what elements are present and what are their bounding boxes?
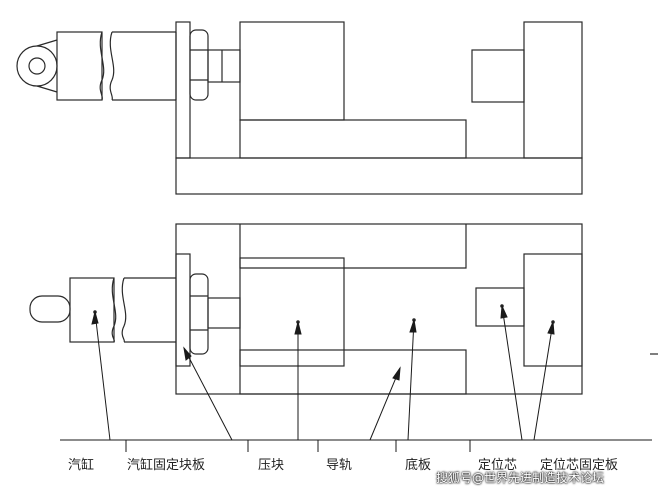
leader-base-plate: [407, 319, 415, 441]
bottom-pin-plate: [523, 253, 583, 367]
bottom-rod-stub: [29, 295, 71, 323]
leader-guide-rail: [369, 367, 401, 441]
top-fixed-plate: [175, 21, 191, 159]
top-guide-rail: [239, 119, 467, 159]
top-view: [16, 21, 583, 195]
leader-lines: [60, 304, 652, 452]
top-nut-a: [189, 29, 209, 101]
label-cylinder-fixed-plate: 汽缸固定块板: [127, 458, 206, 473]
bottom-locating-pin: [475, 287, 525, 327]
leader-cylinder: [94, 311, 111, 441]
label-locating-pin: 定位芯: [478, 458, 518, 473]
top-break-left: [99, 31, 105, 101]
bottom-rod: [207, 297, 241, 329]
bottom-break-left: [111, 277, 117, 343]
bottom-guide-rail-bottom: [239, 349, 467, 395]
label-guide-rail: 导轨: [326, 458, 353, 473]
top-cylinder-left: [56, 31, 103, 101]
bottom-base-plate: [175, 223, 583, 395]
bottom-guide-rail-top: [239, 224, 467, 269]
label-locating-pin-plate: 定位芯固定板: [540, 458, 619, 473]
top-rod: [207, 49, 241, 83]
label-base-plate: 底板: [405, 458, 432, 473]
leader-fixed-plate: [183, 347, 233, 441]
bottom-fixed-plate: [175, 253, 191, 367]
label-press-block: 压块: [258, 458, 285, 473]
clevis-bottom-line: [36, 85, 58, 93]
top-base-plate: [175, 157, 583, 195]
bottom-nut-a: [189, 273, 209, 355]
top-locating-pin: [471, 49, 525, 103]
clevis-top-line: [36, 39, 58, 47]
leader-locating-pin: [501, 305, 523, 441]
top-press-block: [239, 21, 345, 121]
leader-pin-plate: [533, 321, 554, 441]
clevis-eye: [16, 45, 58, 87]
label-cylinder: 汽缸: [68, 458, 95, 473]
top-break-right: [109, 31, 115, 101]
bottom-break-right: [121, 277, 127, 343]
clevis-hole: [28, 57, 46, 75]
top-pin-plate: [523, 21, 583, 159]
bottom-cylinder-left: [69, 277, 115, 343]
watermark: 搜狐号@世界先进制造技术论坛: [436, 471, 605, 485]
bottom-view: [29, 223, 583, 395]
